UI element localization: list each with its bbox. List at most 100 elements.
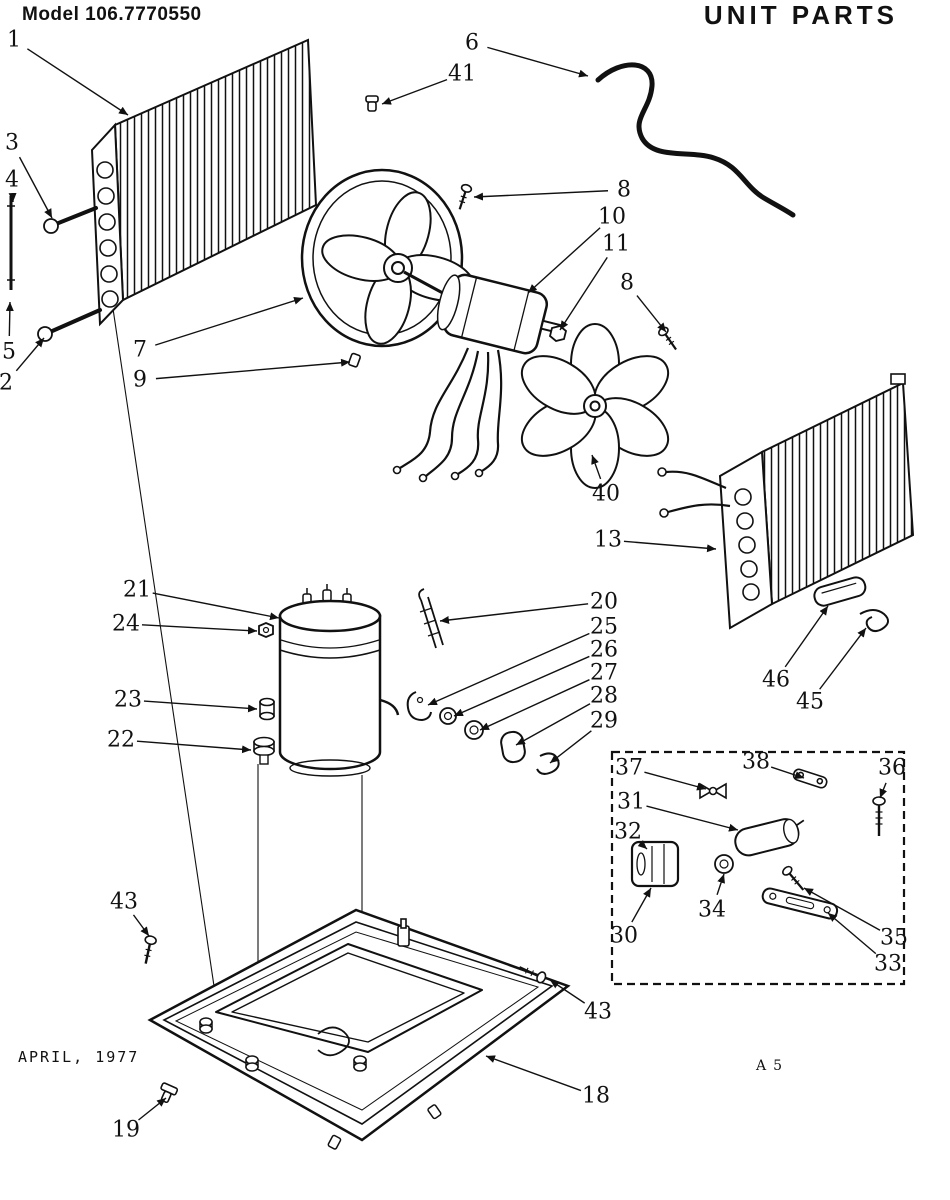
leader-line-43	[549, 979, 586, 1004]
leader-line-40	[591, 454, 602, 480]
leader-line-31	[646, 805, 739, 832]
callout-25: 25	[590, 615, 618, 640]
leader-line-26	[453, 655, 590, 717]
callout-1: 1	[7, 28, 21, 53]
model-number: Model 106.7770550	[22, 4, 202, 25]
screw-43-bottom	[518, 966, 547, 984]
screw-8b	[658, 326, 677, 351]
leader-line-8	[636, 295, 667, 333]
callout-27: 27	[590, 661, 618, 686]
motor-wires	[399, 347, 503, 477]
sheet-reference: A5	[756, 1058, 790, 1074]
heater-wire	[595, 62, 796, 218]
print-date: APRIL, 1977	[18, 1048, 140, 1066]
leader-line-18	[485, 1055, 582, 1092]
mount-pad-46	[813, 576, 867, 607]
leader-line-27	[479, 679, 590, 731]
callout-32: 32	[614, 820, 642, 845]
leader-line-8	[473, 190, 609, 201]
callout-22: 22	[107, 728, 135, 753]
callout-41: 41	[448, 62, 476, 87]
leader-line-41	[381, 78, 448, 105]
callouts: 1345264181011879401346452124232220252627…	[0, 28, 908, 1143]
leader-line-10	[527, 227, 601, 294]
callout-40: 40	[592, 482, 620, 507]
callout-21: 21	[123, 578, 151, 603]
clip-45	[859, 609, 889, 633]
leader-line-22	[136, 740, 252, 754]
leader-line-36	[879, 782, 888, 799]
leader-line-13	[623, 540, 717, 553]
callout-26: 26	[590, 638, 618, 663]
screw-43-left	[144, 935, 157, 964]
leader-line-37	[644, 771, 707, 791]
callout-8: 8	[617, 178, 631, 203]
callout-34: 34	[698, 898, 726, 923]
callout-9: 9	[133, 368, 147, 393]
leader-line-7	[155, 296, 304, 346]
callout-13: 13	[594, 528, 622, 553]
leader-line-34	[716, 873, 725, 896]
condenser-coil	[37, 38, 318, 342]
callout-31: 31	[617, 790, 645, 815]
leader-line-1	[26, 48, 129, 116]
fan-motor	[436, 273, 564, 355]
leader-line-25	[427, 632, 590, 706]
callout-3: 3	[5, 131, 19, 156]
clip-19	[160, 1082, 179, 1104]
callout-36: 36	[878, 756, 906, 781]
small-parts-25-29	[406, 691, 560, 775]
callout-10: 10	[598, 205, 626, 230]
page-title: UNIT PARTS	[703, 0, 898, 30]
control-box-inset	[610, 750, 906, 986]
callout-45: 45	[796, 690, 824, 715]
leader-line-35	[803, 887, 881, 931]
compressor	[278, 584, 400, 777]
evaporator-coil	[657, 373, 915, 630]
callout-28: 28	[590, 684, 618, 709]
wire-terminals	[392, 465, 484, 483]
leader-line-30	[631, 887, 652, 923]
fan-blade-rear	[520, 323, 670, 489]
leader-line-24	[141, 624, 258, 635]
callout-30: 30	[610, 924, 638, 949]
control-box-parts	[630, 768, 886, 920]
callout-33: 33	[874, 952, 902, 977]
mounting-rod	[7, 196, 15, 290]
capillary-20	[418, 588, 444, 649]
callout-20: 20	[590, 590, 618, 615]
leader-line-33	[827, 912, 877, 955]
grommet-9	[347, 352, 361, 368]
base-pan	[147, 908, 571, 1150]
leader-line-29	[549, 730, 592, 764]
leader-line-46	[784, 605, 829, 668]
callout-35: 35	[880, 926, 908, 951]
leader-line-3	[18, 156, 53, 219]
callout-11: 11	[602, 232, 630, 257]
leader-line-38	[770, 766, 805, 779]
callout-24: 24	[112, 612, 140, 637]
callout-38: 38	[742, 750, 770, 775]
leader-line-6	[487, 46, 589, 78]
leader-line-9	[155, 358, 351, 380]
callout-4: 4	[5, 168, 19, 193]
leader-line-45	[819, 627, 867, 690]
compressor-mount-parts	[253, 622, 275, 765]
leader-line-32	[637, 840, 648, 850]
callout-18: 18	[582, 1084, 610, 1109]
leader-line-19	[138, 1097, 167, 1121]
leader-line-2	[15, 337, 45, 372]
callout-5: 5	[2, 340, 16, 365]
shaft-nut	[548, 325, 568, 342]
leader-line-43	[132, 914, 150, 937]
callout-2: 2	[0, 371, 13, 396]
leader-line-23	[143, 700, 258, 713]
callout-6: 6	[465, 31, 479, 56]
leader-line-20	[439, 603, 589, 624]
callout-29: 29	[590, 709, 618, 734]
callout-43: 43	[584, 1000, 612, 1025]
grommet-41	[365, 95, 379, 112]
callout-37: 37	[615, 756, 643, 781]
callout-46: 46	[762, 668, 790, 693]
